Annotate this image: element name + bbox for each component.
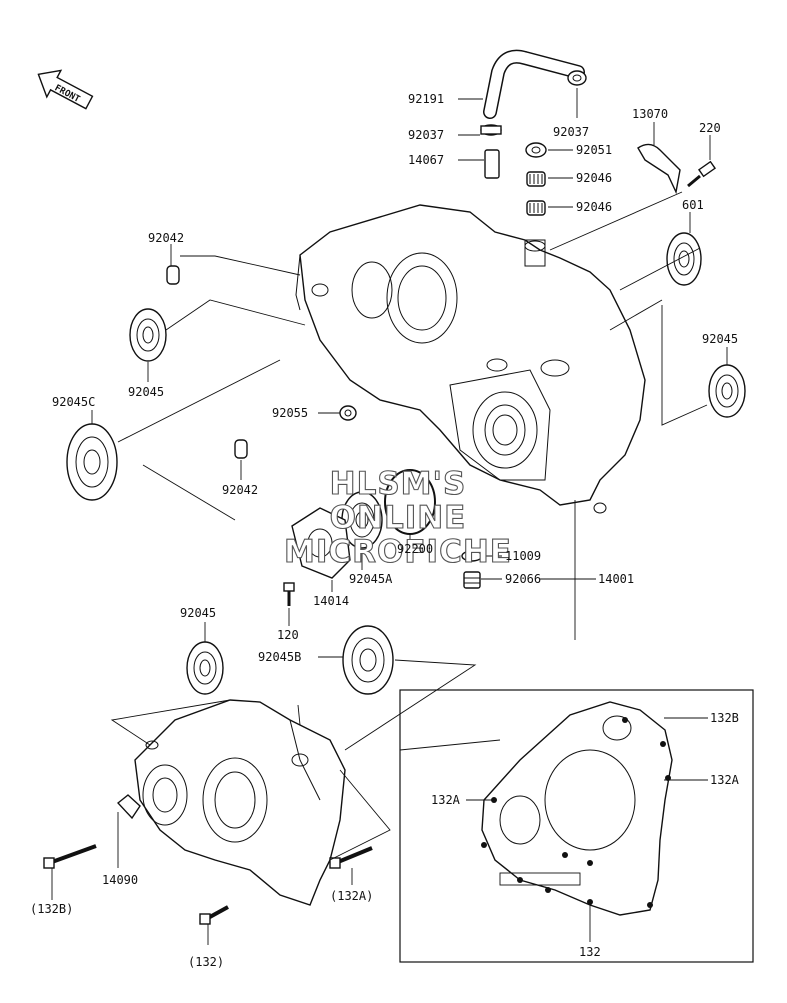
- washer-92055: [339, 405, 357, 421]
- leader-lines: [51, 88, 728, 945]
- label-92045C: 92045C: [52, 395, 95, 409]
- label-92046-lower: 92046: [576, 200, 612, 214]
- plate-14014: [291, 507, 351, 579]
- watermark-line-2: ONLINE: [330, 500, 467, 536]
- label-92037-left: 92037: [408, 128, 444, 142]
- label-92066: 92066: [505, 572, 541, 586]
- dowel-pin-upper: [166, 265, 180, 285]
- breather-pipe: [484, 149, 500, 179]
- needle-bearing-1: [526, 171, 546, 187]
- label-92042-upper: 92042: [148, 231, 184, 245]
- label-92055: 92055: [272, 406, 308, 420]
- label-14014: 14014: [313, 594, 349, 608]
- plug-92066: [463, 571, 481, 589]
- label-132B: 132B: [710, 711, 739, 725]
- bolt-132: [199, 905, 229, 925]
- bearing-92045B: [342, 625, 394, 695]
- label-92191: 92191: [408, 92, 444, 106]
- label-92200: 92200: [397, 542, 433, 556]
- needle-bearing-2: [526, 200, 546, 216]
- inset-crankcase-view: [481, 701, 673, 916]
- watermark: HLSM'S ONLINE MICROFICHE: [283, 465, 512, 570]
- o-ring-92200: [384, 469, 436, 535]
- bolt-132A: [329, 846, 373, 869]
- label-92045-left: 92045: [128, 385, 164, 399]
- watermark-line-3: MICROFICHE: [284, 534, 512, 570]
- bolt-220: [687, 160, 717, 188]
- label-92045-right: 92045: [702, 332, 738, 346]
- bracket-13070: [637, 143, 681, 195]
- bearing-92045-left: [129, 308, 167, 362]
- inset-frame: [399, 689, 754, 963]
- label-14090: 14090: [102, 873, 138, 887]
- bearing-601: [666, 232, 702, 286]
- hose-clamp-lower: [480, 124, 502, 136]
- label-14067: 14067: [408, 153, 444, 167]
- label-92045B: 92045B: [258, 650, 301, 664]
- label-132A-paren: (132A): [330, 889, 373, 903]
- hose-clamp-upper: [567, 70, 587, 86]
- bearing-92045A: [341, 491, 383, 549]
- label-92051: 92051: [576, 143, 612, 157]
- label-132B-paren: (132B): [30, 902, 73, 916]
- dowel-pin-lower: [234, 439, 248, 459]
- label-92045A: 92045A: [349, 572, 393, 586]
- label-132: 132: [579, 945, 601, 959]
- bearing-92045-right: [708, 364, 746, 418]
- label-92045-lower: 92045: [180, 606, 216, 620]
- label-132-paren: (132): [188, 955, 224, 969]
- label-13070: 13070: [632, 107, 668, 121]
- label-92037-right: 92037: [553, 125, 589, 139]
- label-132A-right: 132A: [710, 773, 740, 787]
- front-arrow-icon: FRONT: [37, 69, 94, 110]
- label-92046-upper: 92046: [576, 171, 612, 185]
- breather-hose: [483, 49, 585, 119]
- label-120: 120: [277, 628, 299, 642]
- label-132A-left: 132A: [431, 793, 461, 807]
- label-220: 220: [699, 121, 721, 135]
- bearing-92045-lower: [186, 641, 224, 695]
- bolt-120: [283, 582, 295, 606]
- watermark-line-1: HLSM'S: [330, 466, 467, 502]
- label-11009: 11009: [505, 549, 541, 563]
- part-labels: 92191 92037 92037 14067 92051 92046 9204…: [30, 92, 740, 969]
- bracket-14090: [116, 794, 141, 820]
- bearing-92045C: [66, 423, 118, 501]
- label-601: 601: [682, 198, 704, 212]
- bolt-132B: [43, 844, 97, 869]
- upper-crankcase: [295, 204, 646, 514]
- label-14001: 14001: [598, 572, 634, 586]
- oil-seal-92051: [525, 142, 547, 158]
- label-92042-lower: 92042: [222, 483, 258, 497]
- lower-crankcase: [134, 699, 346, 906]
